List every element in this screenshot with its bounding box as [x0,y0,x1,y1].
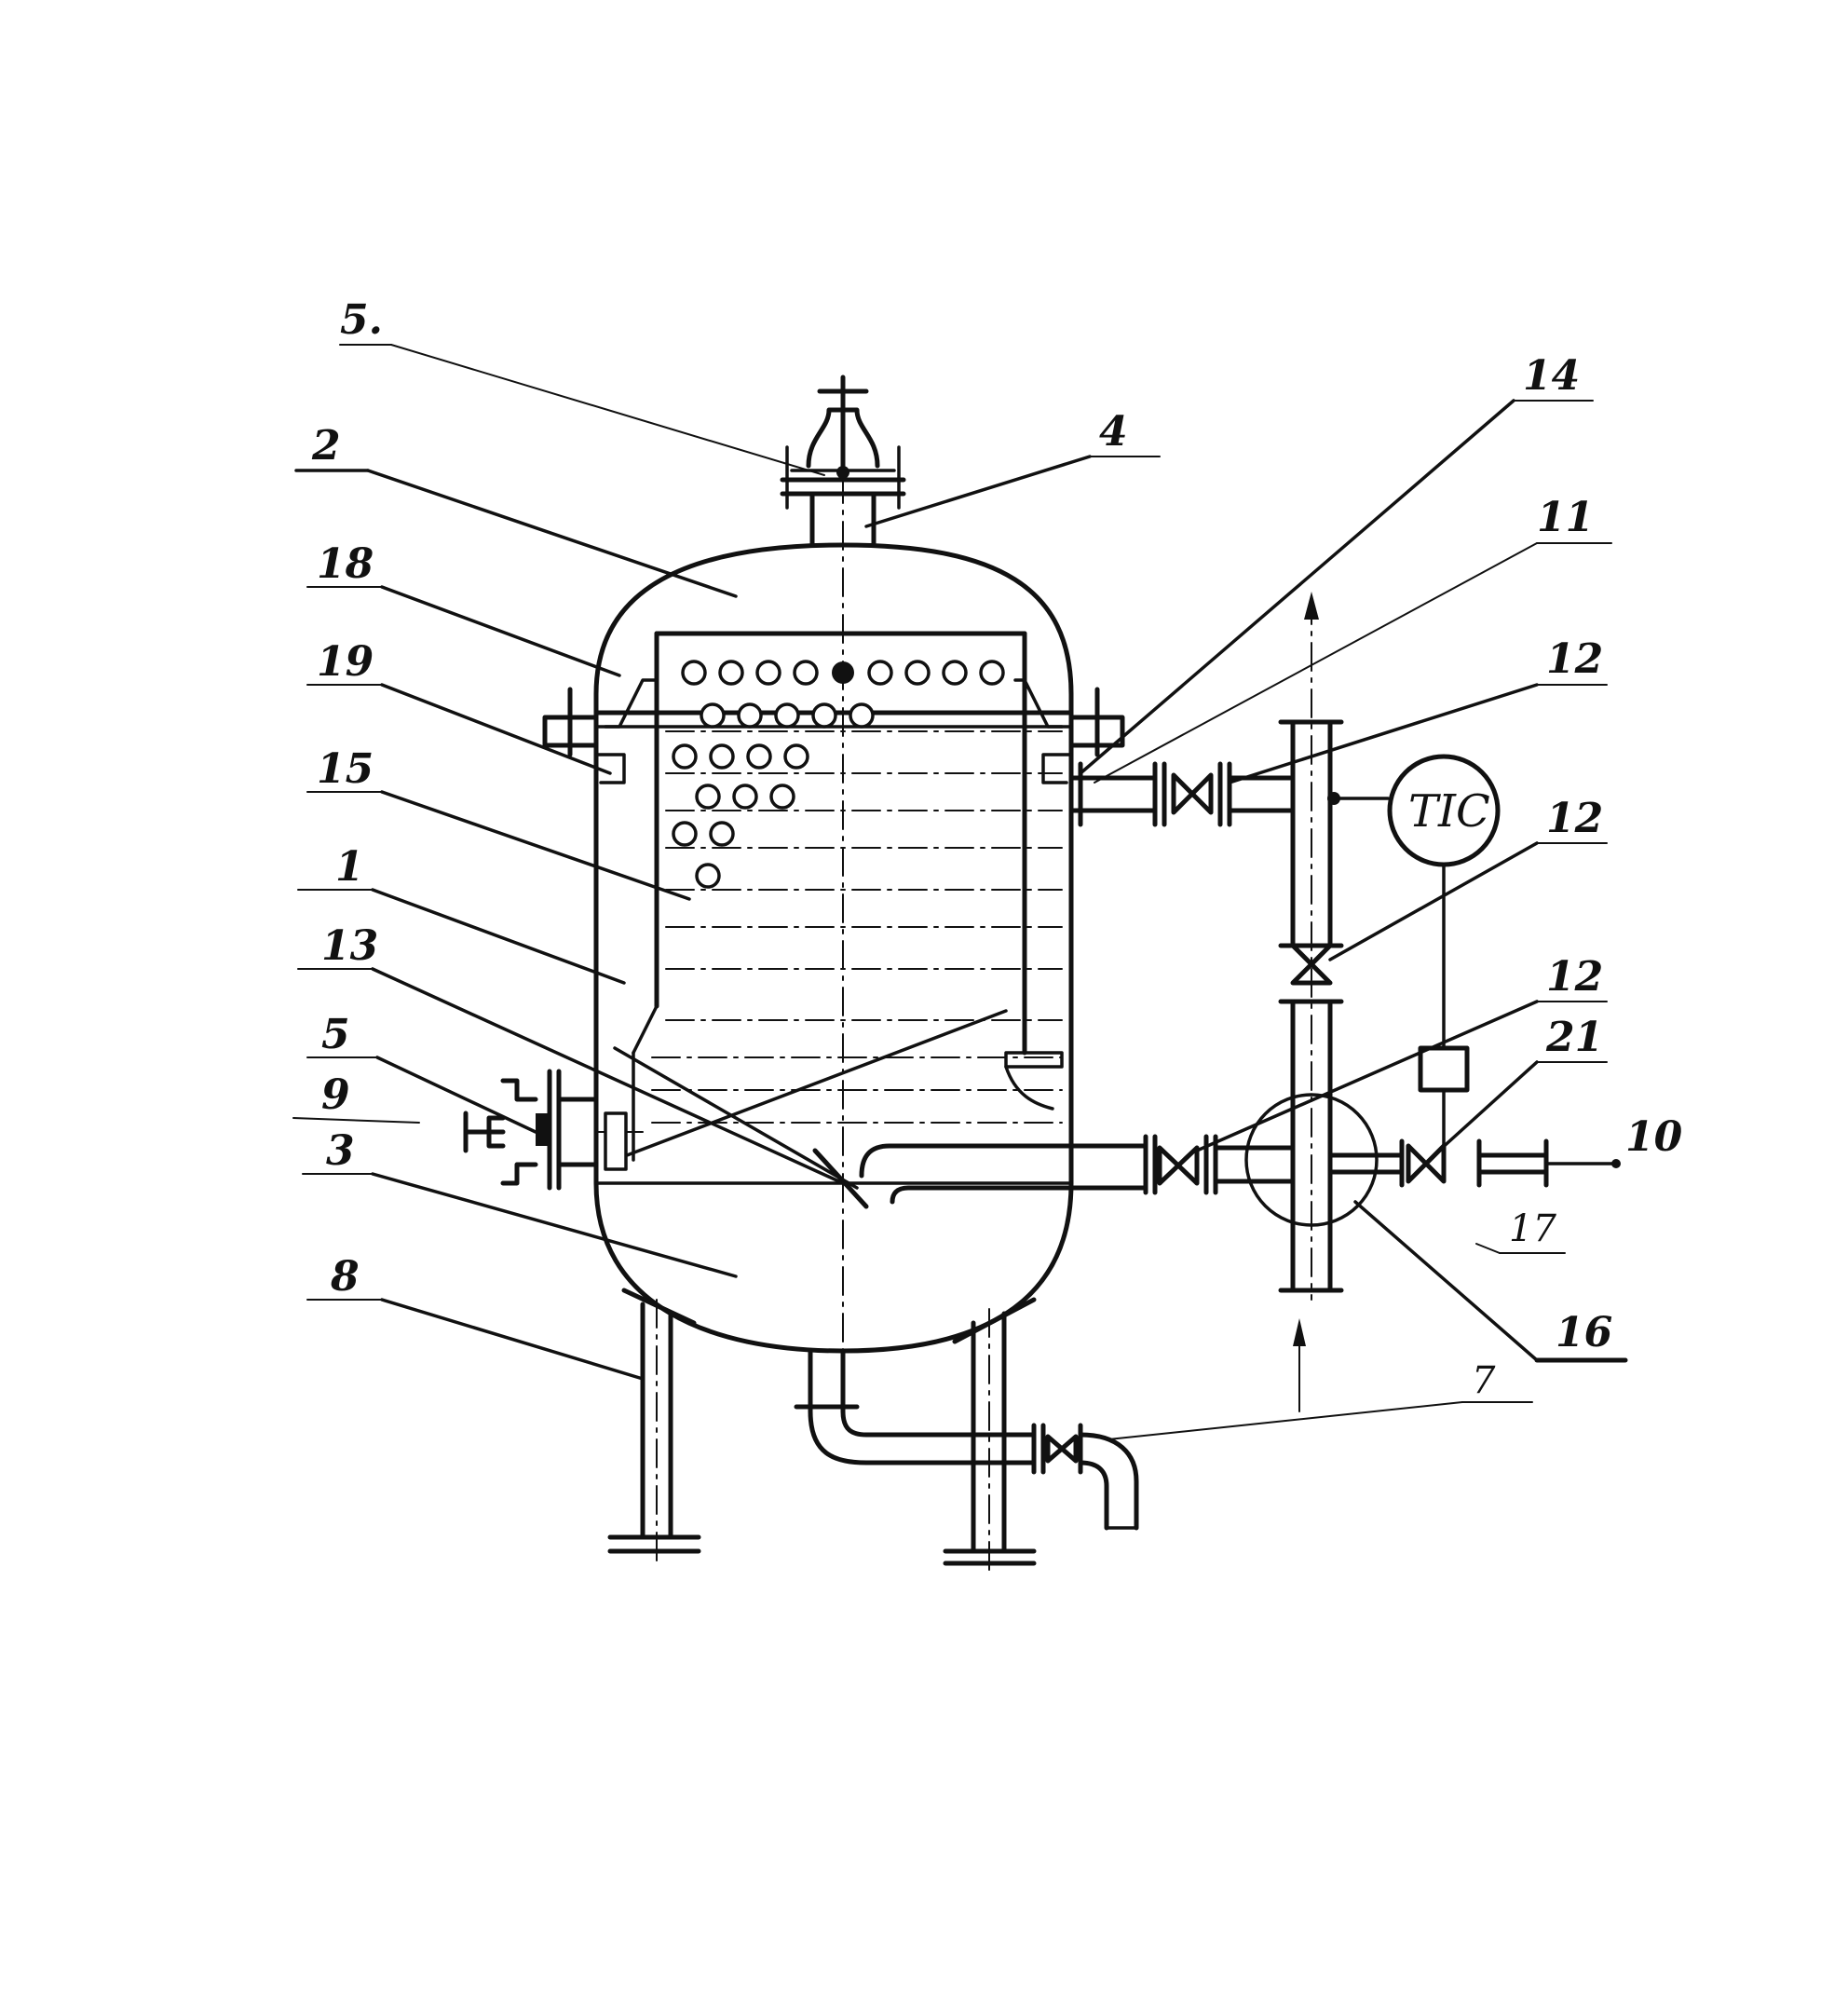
label-1: 1 [335,843,364,891]
label-5-mid: 5 [321,1011,350,1058]
label-15: 15 [317,745,374,793]
tube-circle [732,784,758,810]
tube-circle [849,702,875,729]
part-labels: 5. 2 4 18 19 15 1 13 5 9 3 8 14 11 12 12… [311,296,1683,1402]
tube-circle [793,660,819,686]
vertical-riser [1278,592,1344,1301]
support-brackets [542,678,1125,784]
label-12-c: 12 [1546,953,1603,1001]
label-9: 9 [321,1071,350,1119]
top-nozzle [780,445,906,548]
tube-circle [709,743,735,770]
tube-circle [737,702,763,729]
tube-bundle [613,631,1064,1190]
safety-valve-top [790,375,896,479]
tube-circle [783,743,809,770]
bottom-inlet-arrow [1293,1318,1306,1412]
label-17: 17 [1509,1207,1556,1250]
detail-circle [1244,1093,1379,1227]
upper-right-line [1068,761,1293,827]
tube-circle [681,660,707,686]
label-4: 4 [1099,408,1128,456]
inlet-pipe-inner [812,1143,1148,1209]
tube-circle [755,660,781,686]
tube-circle [746,743,772,770]
tube-circle [769,784,795,810]
tube-circle [718,660,744,686]
tube-circle [700,702,726,729]
lower-right-line [1143,1134,1621,1195]
label-7: 7 [1472,1359,1496,1402]
side-hand-valve [463,1069,644,1191]
label-14: 14 [1523,352,1580,400]
tube-circle [695,863,721,889]
tube-circle [904,660,931,686]
label-5-top: 5. [340,296,383,344]
label-13: 13 [321,922,378,970]
tube-circle [695,784,721,810]
tube-circle [774,702,800,729]
leader-lines [292,344,1628,1440]
label-21: 21 [1545,1014,1603,1061]
label-12-a: 12 [1546,635,1603,683]
label-11: 11 [1537,494,1594,541]
tube-circle [979,660,1005,686]
label-8: 8 [330,1253,360,1301]
temperature-controller: TIC [1327,754,1501,1157]
label-2: 2 [311,422,341,470]
tube-circle [942,660,968,686]
label-18: 18 [317,540,374,588]
tube-circle [672,821,698,847]
tube-circle [672,743,698,770]
tic-label: TIC [1408,785,1490,838]
label-12-b: 12 [1546,795,1603,842]
tube-circle [709,821,735,847]
label-3: 3 [326,1127,355,1175]
label-16: 16 [1556,1309,1612,1356]
tube-circle [867,660,893,686]
tube-circle [811,702,837,729]
label-10: 10 [1625,1113,1683,1161]
drain-pipe [794,1348,1139,1531]
tube-circle [832,661,854,684]
label-19: 19 [317,638,374,686]
